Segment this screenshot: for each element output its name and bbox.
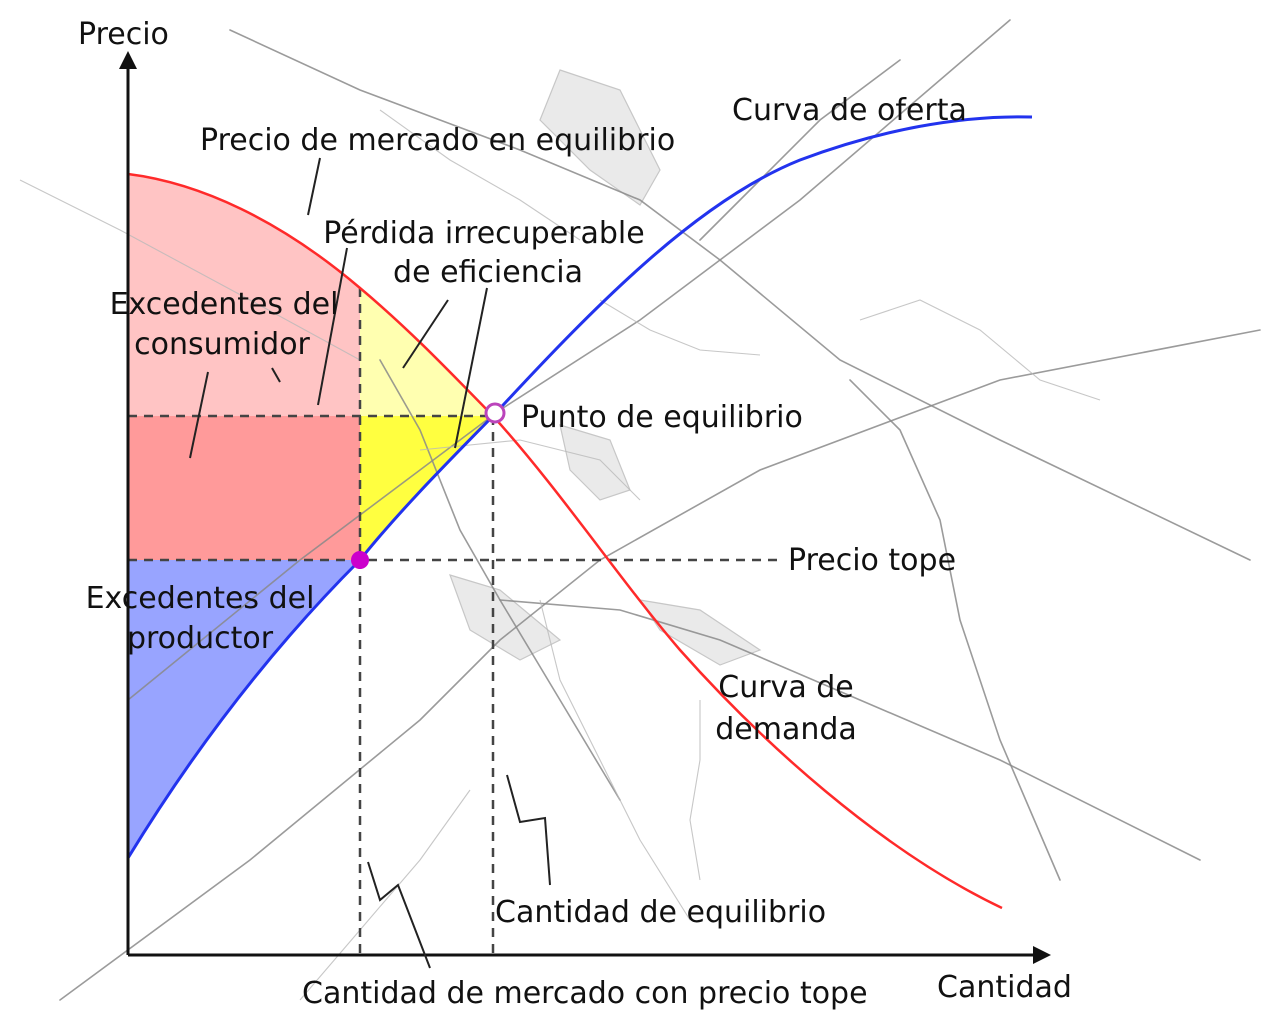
market-price-leader: [307, 157, 321, 216]
consumer-surplus-label-line1: Excedentes del: [110, 287, 339, 322]
deadweight-label-line2: de eficiencia: [393, 255, 583, 290]
consumer-surplus-upper-area: [128, 174, 360, 416]
consumer-surplus-leader-small: [271, 367, 281, 383]
demand-curve: [127, 172, 1003, 910]
consumer-surplus-lower-area: [128, 416, 360, 560]
x-axis-label: Cantidad: [937, 970, 1072, 1005]
ceiling-quantity-leader: [367, 861, 431, 969]
consumer-surplus-label-line2: consumidor: [134, 327, 310, 362]
deadweight-leader-upper: [402, 299, 449, 369]
producer-surplus-label-line2: productor: [127, 621, 274, 656]
market-price-label: Precio de mercado en equilibrio: [200, 123, 675, 158]
deadweight-label-line1: Pérdida irrecuperable: [323, 216, 644, 251]
broken-glass-overlay: [19, 19, 1261, 1001]
supply-curve-label: Curva de oferta: [732, 93, 967, 128]
y-axis-label: Precio: [78, 17, 169, 52]
producer-surplus-area: [128, 560, 360, 858]
deadweight-loss-lower-area: [360, 416, 493, 560]
demand-curve-label-line1: Curva de: [718, 670, 853, 705]
ceiling-quantity-label: Cantidad de mercado con precio tope: [302, 976, 868, 1011]
equilibrium-quantity-leader: [506, 774, 551, 886]
demand-curve-label-line2: demanda: [715, 712, 857, 747]
price-ceiling-point: [351, 551, 369, 569]
equilibrium-quantity-label: Cantidad de equilibrio: [495, 895, 826, 930]
deadweight-leader-lower: [454, 287, 488, 449]
price-ceiling-label: Precio tope: [788, 543, 956, 578]
consumer-surplus-leader-upper: [317, 247, 348, 406]
equilibrium-point-label: Punto de equilibrio: [521, 400, 803, 435]
producer-surplus-label-line1: Excedentes del: [86, 581, 315, 616]
equilibrium-point-marker: [484, 402, 506, 424]
consumer-surplus-leader-lower: [189, 371, 209, 459]
